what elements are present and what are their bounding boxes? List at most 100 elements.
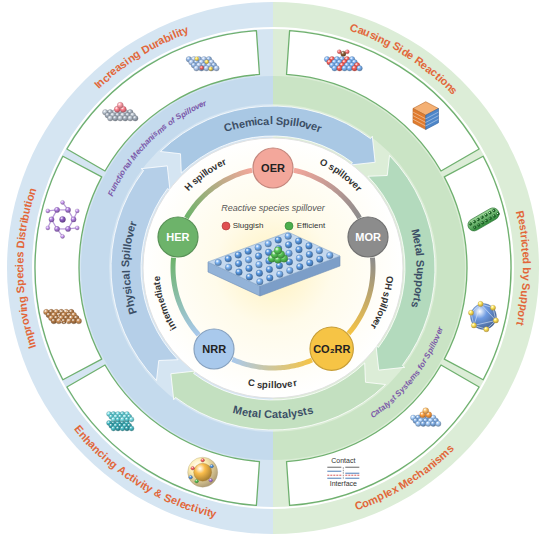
panel-heading: Complex Mechanisms: [351, 441, 458, 513]
panel-heading: Restricted by Support: [512, 207, 533, 331]
atom: [480, 215, 484, 219]
reaction-circle: NRR: [193, 328, 235, 370]
panel-heading: Causing Side Reactions: [346, 21, 461, 99]
panel-box: Increasing Durability: [61, 24, 262, 175]
atom: [195, 479, 199, 483]
atom: [341, 51, 346, 56]
atom: [215, 259, 222, 266]
atom: [199, 66, 205, 72]
glyph: d: [519, 257, 532, 264]
atom: [257, 278, 264, 285]
glyph: C: [247, 377, 256, 389]
atom: [133, 116, 139, 122]
atom: [49, 217, 54, 222]
atom: [214, 66, 220, 72]
atom: [265, 249, 272, 256]
atom: [246, 265, 253, 272]
atom: [266, 266, 273, 273]
atom: [470, 304, 496, 330]
atom: [267, 275, 274, 282]
panel-border: [444, 156, 511, 379]
reaction-label: MOR: [355, 231, 381, 244]
glyph: H: [382, 282, 394, 291]
circle-fill: [253, 148, 293, 188]
energy-level: [345, 478, 359, 479]
panel-heading: Enhancing Activity & Selectivity: [71, 422, 221, 521]
highlight-ring: [59, 311, 71, 323]
panel-illustration: [103, 102, 139, 121]
atom: [285, 242, 292, 249]
atom: [75, 209, 79, 213]
glyph: u: [413, 267, 426, 274]
atom: [307, 260, 314, 267]
link-label: H spillover: [182, 155, 230, 193]
atom: [352, 66, 358, 72]
ring-caption: Catalyst Systems for Spillover: [368, 323, 446, 421]
panel-box: Complex Mechanisms: [284, 360, 485, 512]
panel-border: [287, 31, 480, 171]
atom: [118, 116, 124, 122]
cube-grid: [426, 119, 439, 126]
panel-box: Enhancing Activity & Selectivity: [61, 361, 262, 512]
panel-illustration: [107, 412, 134, 431]
atom: [225, 255, 232, 262]
tube-body: [466, 206, 501, 233]
atom: [296, 255, 303, 262]
atom: [297, 263, 304, 270]
atom: [245, 257, 252, 264]
atom: [60, 216, 66, 222]
sluggish-icon: [222, 222, 230, 230]
reaction-label: NRR: [202, 343, 226, 356]
atom: [277, 271, 284, 278]
panel-ground: [35, 156, 102, 379]
atom: [113, 116, 119, 122]
polyhedron-edge: [471, 304, 496, 329]
atom: [492, 209, 496, 213]
atom: [357, 66, 363, 72]
atom: [337, 50, 341, 54]
nanotube: [466, 206, 501, 233]
glyph: c: [257, 115, 264, 129]
atom: [120, 426, 125, 431]
atom: [488, 211, 492, 215]
atom: [200, 66, 204, 70]
glyph: S: [14, 285, 28, 293]
panel-illustration: [46, 200, 79, 238]
atom: [116, 417, 121, 422]
atom: [265, 240, 272, 247]
atom: [201, 458, 205, 462]
atom: [347, 66, 353, 72]
link-label: intermediate: [150, 272, 180, 335]
glyph: e: [13, 257, 26, 264]
circle-fill: [194, 329, 234, 369]
panel-box: Improving Species Distribution: [29, 152, 108, 384]
panel-border: [67, 365, 260, 505]
circle-fill: [348, 217, 388, 257]
atom: [296, 246, 303, 253]
efficient-icon: [285, 222, 293, 230]
atom: [65, 207, 70, 212]
atom: [317, 256, 324, 263]
atom: [75, 226, 79, 230]
atom: [275, 237, 282, 244]
reaction-circle: OER: [252, 147, 294, 189]
atom: [66, 318, 72, 324]
glyph: [119, 267, 132, 270]
panel-heading: Improving Species Distribution: [12, 184, 40, 355]
glyph: l: [119, 270, 132, 273]
atom: [256, 261, 263, 268]
atom: [287, 267, 294, 274]
atom: [337, 66, 343, 72]
atom: [484, 213, 488, 217]
glyph: l: [271, 379, 274, 390]
atom: [191, 466, 195, 470]
atom: [111, 417, 116, 422]
atom: [71, 217, 76, 222]
atom: [209, 67, 213, 71]
reaction-label: OER: [261, 162, 285, 175]
glyph: g: [15, 295, 29, 303]
slab-top: [208, 232, 340, 286]
glyph: c: [518, 241, 532, 248]
panel-illustration: [413, 102, 439, 130]
